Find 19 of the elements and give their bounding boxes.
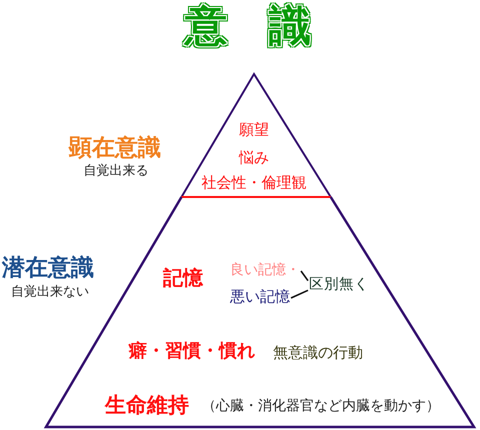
text-label: 区別無く [309,276,369,294]
connector-line [290,290,308,299]
side-heading: 潜在意識 [2,254,94,282]
side-note: 自覚出来ない [11,286,89,300]
note-text: 無意識の行動 [273,344,363,362]
title: 意 識 [185,2,311,50]
text-label: 悪い記憶 [230,288,290,306]
item-label: 社会性・倫理観 [202,174,306,192]
connector-line [300,270,309,282]
side-note: 自覚出来る [84,164,148,180]
pyramid-top-section [180,72,332,198]
side-heading: 顕在意識 [69,134,161,162]
item-label: 癖・習慣・慣れ [129,342,255,362]
item-label: 記憶 [163,266,203,290]
item-label: 生命維持 [105,392,189,418]
item-label: 悩み [239,149,269,167]
text-label: 良い記憶・ [230,262,300,278]
item-label: 願望 [239,121,269,139]
note-text: （心臓・消化器官など内臓を動かす） [202,398,440,414]
